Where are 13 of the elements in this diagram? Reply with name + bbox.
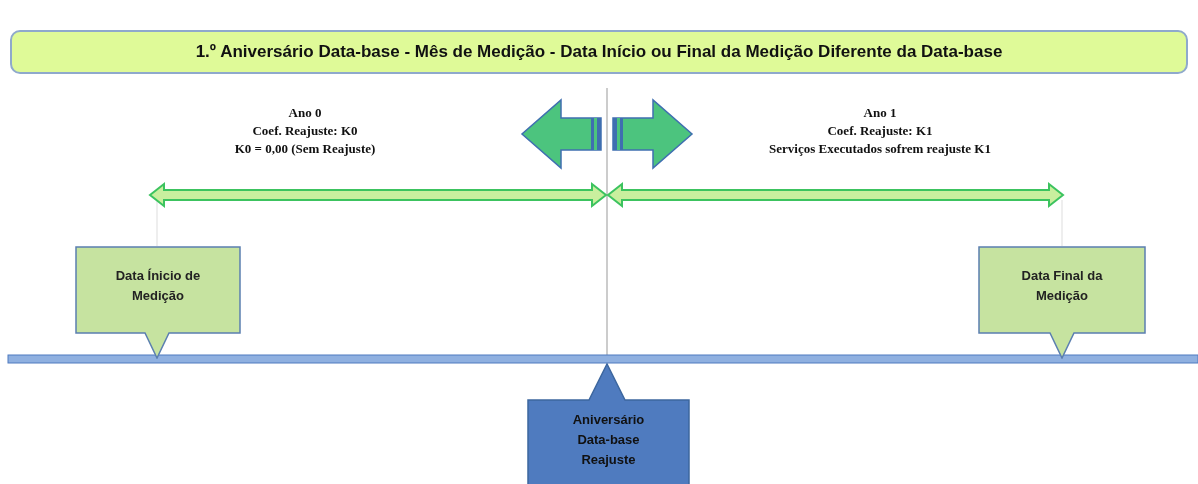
callout-text: Aniversário Data-base Reajuste xyxy=(571,411,646,469)
callout-box xyxy=(978,246,1146,359)
coefficient-label: Coef. Reajuste: K1 xyxy=(827,123,933,138)
callout-text: Data Final da Medição xyxy=(1020,267,1104,305)
coefficient-label: Coef. Reajuste: K0 xyxy=(252,123,358,138)
note-label: K0 = 0,00 (Sem Reajuste) xyxy=(234,141,376,156)
year-label: Ano 0 xyxy=(288,105,322,120)
callout-box xyxy=(75,246,241,359)
callout-box xyxy=(527,363,690,484)
year-label: Ano 1 xyxy=(863,105,897,120)
title-banner: 1.º Aniversário Data-base - Mês de Medição - Data Início ou Final da Medição Diferente da Data-base xyxy=(10,30,1188,74)
callout-text: Data Ínicio de Medição xyxy=(114,267,202,305)
note-label: Serviços Executados sofrem reajuste K1 xyxy=(769,141,991,156)
